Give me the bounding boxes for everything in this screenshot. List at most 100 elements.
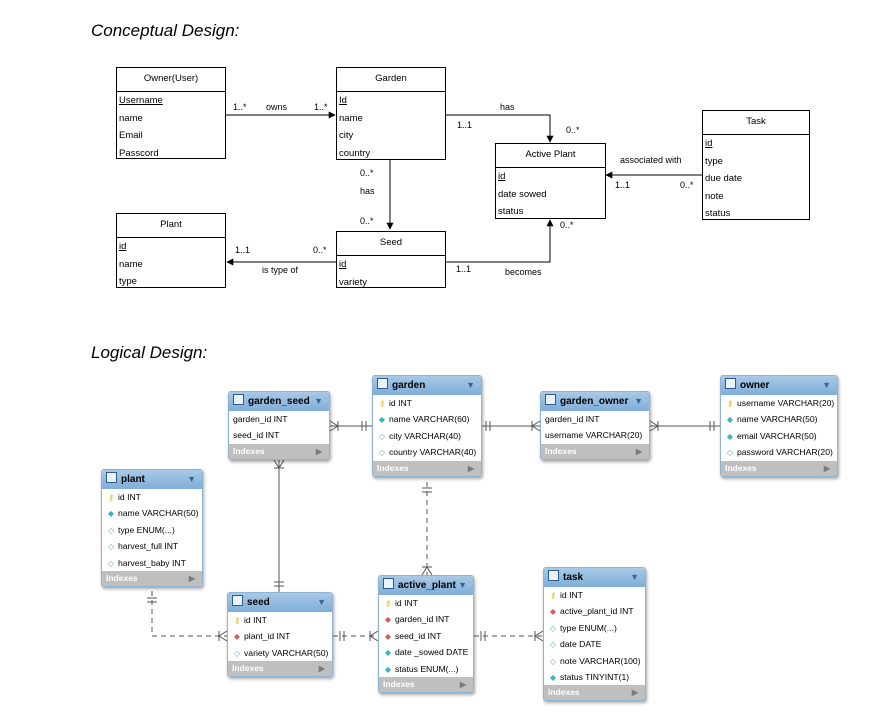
hollow-diamond-icon: ◇: [378, 448, 386, 458]
entity-plant-title: Plant: [117, 214, 225, 238]
indexes-bar[interactable]: Indexes ▶: [102, 570, 202, 586]
table-garden[interactable]: garden▼ ⚷id INT ◆name VARCHAR(60) ◇city …: [372, 375, 482, 477]
column-text: id INT: [389, 398, 412, 408]
active-plant-attr: status: [498, 206, 524, 217]
chevron-right-icon[interactable]: ▶: [315, 446, 322, 456]
table-garden-owner-header[interactable]: garden_owner ▼: [541, 392, 649, 411]
chevron-down-icon[interactable]: ▼: [634, 396, 643, 406]
table-task[interactable]: task▼ ⚷id INT ◆active_plant_id INT ◇type…: [543, 567, 646, 702]
plant-attr: type: [119, 276, 137, 287]
has-active-label: has: [500, 102, 515, 112]
chevron-down-icon[interactable]: ▼: [317, 597, 326, 607]
table-column: username VARCHAR(20): [541, 427, 649, 443]
foreign-key-diamond-icon: ◆: [233, 632, 241, 642]
table-task-header[interactable]: task▼: [544, 568, 645, 587]
table-plant[interactable]: plant▼ ⚷id INT ◆name VARCHAR(50) ◇type E…: [101, 469, 203, 587]
is-type-of-label: is type of: [262, 265, 299, 275]
rel-plant-seed: [151, 591, 227, 637]
table-column: garden_id INT: [541, 411, 649, 427]
associated-with-label: associated with: [620, 155, 682, 165]
table-column: ◇country VARCHAR(40): [373, 444, 481, 460]
table-active-plant[interactable]: active_plant▼ ⚷id INT ◆garden_id INT ◆se…: [378, 575, 474, 693]
entity-active-plant: Active Plant id date sowed status: [495, 143, 606, 219]
table-owner-header[interactable]: owner▼: [721, 376, 837, 395]
hollow-diamond-icon: ◇: [107, 558, 115, 568]
column-text: seed_id INT: [395, 630, 442, 641]
hollow-diamond-icon: ◇: [726, 448, 734, 458]
hollow-diamond-icon: ◇: [107, 525, 115, 535]
indexes-bar[interactable]: Indexes ▶: [379, 676, 473, 692]
table-garden-seed[interactable]: garden_seed▼ garden_id INT seed_id INT I…: [228, 391, 330, 460]
is-type-of-plant-multiplicity: 1..1: [235, 245, 251, 255]
table-column: ◇harvest_full INT: [102, 538, 202, 554]
table-garden-owner[interactable]: garden_owner ▼ garden_id INT username VAR…: [540, 391, 650, 460]
chevron-down-icon[interactable]: ▼: [458, 580, 467, 590]
column-text: plant_id INT: [244, 631, 291, 642]
indexes-bar[interactable]: Indexes▶: [541, 443, 649, 459]
table-active-plant-header[interactable]: active_plant▼: [379, 576, 473, 595]
chevron-down-icon[interactable]: ▼: [822, 380, 831, 390]
plant-attr: id: [119, 241, 127, 252]
table-column: ◇harvest_baby INT: [102, 555, 202, 571]
table-plant-header[interactable]: plant▼: [102, 470, 202, 489]
filled-diamond-icon: ◆: [107, 509, 115, 519]
is-type-of-seed-multiplicity: 0..*: [313, 245, 327, 255]
column-text: password VARCHAR(20): [737, 447, 833, 458]
chevron-down-icon[interactable]: ▼: [187, 474, 196, 484]
seed-active-line: [446, 219, 554, 263]
indexes-bar[interactable]: Indexes ▶: [229, 443, 329, 459]
garden-attr: city: [339, 130, 354, 141]
indexes-bar[interactable]: Indexes▶: [373, 460, 481, 476]
table-seed-header[interactable]: seed▼: [228, 593, 332, 612]
table-column: ◇variety VARCHAR(50): [228, 645, 332, 661]
indexes-label: Indexes: [233, 445, 265, 456]
chevron-right-icon[interactable]: ▶: [318, 664, 325, 674]
seed-attr: id: [339, 259, 347, 270]
becomes-seed-multiplicity: 1..1: [456, 264, 472, 274]
table-column: ◆date _sowed DATE: [379, 644, 473, 660]
chevron-right-icon[interactable]: ▶: [635, 446, 642, 456]
garden-attr: Id: [339, 95, 347, 106]
column-text: email VARCHAR(50): [737, 430, 817, 441]
table-column: ◆name VARCHAR(60): [373, 411, 481, 427]
chevron-down-icon[interactable]: ▼: [466, 380, 475, 390]
column-text: name VARCHAR(50): [737, 414, 818, 425]
table-column: ◇password VARCHAR(20): [721, 444, 837, 460]
column-text: status ENUM(...): [395, 663, 459, 674]
entity-seed: Seed id variety: [336, 231, 446, 288]
chevron-right-icon[interactable]: ▶: [631, 688, 638, 698]
chevron-right-icon[interactable]: ▶: [188, 573, 195, 583]
column-text: id INT: [244, 615, 267, 625]
indexes-label: Indexes: [232, 663, 264, 674]
chevron-down-icon[interactable]: ▼: [630, 572, 639, 582]
table-column: seed_id INT: [229, 427, 329, 443]
indexes-label: Indexes: [106, 572, 138, 583]
chevron-right-icon[interactable]: ▶: [459, 679, 466, 689]
indexes-label: Indexes: [383, 678, 415, 689]
table-name: garden_owner: [560, 396, 629, 407]
chevron-right-icon[interactable]: ▶: [823, 463, 830, 473]
indexes-bar[interactable]: Indexes▶: [721, 460, 837, 476]
has-seed-garden-multiplicity: 0..*: [360, 168, 374, 178]
chevron-right-icon[interactable]: ▶: [467, 463, 474, 473]
hollow-diamond-icon: ◇: [233, 648, 241, 658]
filled-diamond-icon: ◆: [384, 648, 392, 658]
indexes-bar[interactable]: Indexes ▶: [228, 661, 332, 677]
column-text: variety VARCHAR(50): [244, 647, 329, 658]
filled-diamond-icon: ◆: [726, 431, 734, 441]
conceptual-heading: Conceptual Design:: [91, 21, 240, 40]
task-attr: type: [705, 155, 723, 167]
table-owner[interactable]: owner▼ ⚷username VARCHAR(20) ◆name VARCH…: [720, 375, 838, 477]
table-garden-seed-header[interactable]: garden_seed▼: [229, 392, 329, 411]
column-text: id INT: [118, 492, 141, 502]
table-garden-header[interactable]: garden▼: [373, 376, 481, 395]
indexes-bar[interactable]: Indexes▶: [544, 685, 645, 701]
entity-garden-title: Garden: [337, 68, 445, 92]
key-icon: ⚷: [550, 591, 556, 600]
column-text: type ENUM(...): [118, 524, 175, 535]
table-seed[interactable]: seed▼ ⚷id INT ◆plant_id INT ◇variety VAR…: [227, 592, 333, 678]
chevron-down-icon[interactable]: ▼: [314, 396, 323, 406]
column-text: username VARCHAR(20): [737, 398, 835, 408]
foreign-key-diamond-icon: ◆: [384, 615, 392, 625]
